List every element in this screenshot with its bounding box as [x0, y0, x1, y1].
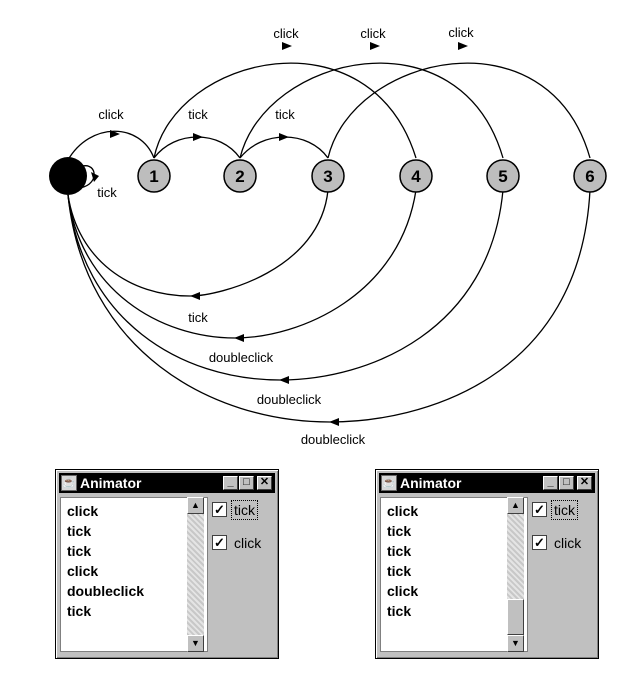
event-list[interactable]: click tick tick click doubleclick tick	[60, 497, 208, 652]
list-item[interactable]: tick	[387, 543, 412, 559]
window-title: Animator	[80, 475, 142, 491]
label-click-2-5: click	[360, 26, 386, 41]
label-tick-self: tick	[97, 185, 117, 200]
animator-window-left: ☕ Animator _ □ ✕ click tick tick click d…	[55, 469, 279, 659]
label-click-1-4: click	[273, 26, 299, 41]
state-2-label: 2	[235, 167, 244, 186]
list-item[interactable]: click	[387, 583, 419, 599]
state-6: 6	[573, 159, 607, 193]
checkmark-icon[interactable]: ✓	[532, 535, 547, 550]
checkbox-tick[interactable]: ✓ tick	[532, 500, 596, 520]
state-6-label: 6	[585, 167, 594, 186]
state-4-label: 4	[411, 167, 421, 186]
arrowhead-3-back	[190, 292, 200, 300]
edge-4-to-start	[67, 189, 417, 339]
title-bar[interactable]: ☕ Animator _ □ ✕	[379, 473, 595, 493]
arrowhead-2-5	[370, 42, 380, 50]
label-doubleclick-6: doubleclick	[301, 432, 366, 447]
checkmark-icon[interactable]: ✓	[212, 535, 227, 550]
state-4: 4	[399, 159, 433, 193]
arrowhead-5-back	[279, 376, 289, 384]
arrowhead-self	[91, 172, 99, 182]
state-2: 2	[223, 159, 257, 193]
label-click-3-6: click	[448, 25, 474, 40]
state-1: 1	[137, 159, 171, 193]
arrowhead-6-back	[329, 418, 339, 426]
maximize-button[interactable]: □	[559, 476, 574, 490]
minimize-button[interactable]: _	[543, 476, 558, 490]
list-item[interactable]: click	[67, 563, 99, 579]
list-item[interactable]: tick	[387, 603, 412, 619]
list-item[interactable]: tick	[67, 523, 92, 539]
checkbox-tick-label: tick	[231, 500, 258, 520]
edge-5-to-start	[67, 189, 504, 381]
scroll-down-arrow-icon[interactable]: ▼	[187, 635, 204, 652]
edge-2-to-3	[239, 136, 329, 159]
checkbox-click[interactable]: ✓ click	[212, 534, 276, 552]
label-tick-2-3: tick	[275, 107, 295, 122]
scroll-up-arrow-icon[interactable]: ▲	[187, 497, 204, 514]
state-diagram: 1 2 3 4 5 6 click click click click tick…	[49, 25, 607, 447]
app-icon[interactable]: ☕	[61, 475, 77, 491]
event-list[interactable]: click tick tick tick click tick	[380, 497, 528, 652]
window-title: Animator	[400, 475, 462, 491]
title-bar[interactable]: ☕ Animator _ □ ✕	[59, 473, 275, 493]
list-item[interactable]: tick	[387, 563, 412, 579]
checkmark-icon[interactable]: ✓	[532, 502, 547, 517]
animator-window-right: ☕ Animator _ □ ✕ click tick tick tick cl…	[375, 469, 599, 659]
vertical-scrollbar[interactable]: ▲ ▼	[507, 497, 524, 652]
arrowhead-3-6	[458, 42, 468, 50]
arrowhead-4-back	[234, 334, 244, 342]
scroll-up-arrow-icon[interactable]: ▲	[507, 497, 524, 514]
scroll-thumb[interactable]	[507, 599, 524, 635]
checkbox-click[interactable]: ✓ click	[532, 534, 596, 552]
list-item[interactable]: doubleclick	[67, 583, 145, 599]
edge-6-to-start	[67, 189, 591, 423]
checkbox-click-label: click	[234, 535, 262, 551]
list-item[interactable]: tick	[387, 523, 412, 539]
arrowhead-2-3	[279, 133, 289, 141]
list-item[interactable]: tick	[67, 543, 92, 559]
app-icon[interactable]: ☕	[381, 475, 397, 491]
checkbox-tick[interactable]: ✓ tick	[212, 500, 276, 520]
vertical-scrollbar[interactable]: ▲ ▼	[187, 497, 204, 652]
list-item[interactable]: tick	[67, 603, 92, 619]
close-button[interactable]: ✕	[577, 476, 592, 490]
label-tick-1-2: tick	[188, 107, 208, 122]
state-5: 5	[486, 159, 520, 193]
maximize-button[interactable]: □	[239, 476, 254, 490]
edge-1-to-4	[153, 62, 417, 159]
checkbox-click-label: click	[554, 535, 582, 551]
edge-2-to-5	[239, 62, 504, 159]
label-doubleclick-5: doubleclick	[257, 392, 322, 407]
arrowhead-1-4	[282, 42, 292, 50]
close-button[interactable]: ✕	[257, 476, 272, 490]
label-click-start-1: click	[98, 107, 124, 122]
edge-1-to-2	[153, 136, 241, 159]
list-item[interactable]: click	[387, 503, 419, 519]
edge-start-to-1	[67, 130, 155, 161]
label-doubleclick-4: doubleclick	[209, 350, 274, 365]
minimize-button[interactable]: _	[223, 476, 238, 490]
start-state	[49, 157, 87, 195]
arrowhead-start-1	[110, 130, 120, 138]
state-3-label: 3	[323, 167, 332, 186]
state-5-label: 5	[498, 167, 507, 186]
edge-3-to-start	[67, 189, 329, 297]
list-item[interactable]: click	[67, 503, 99, 519]
state-1-label: 1	[149, 167, 158, 186]
checkbox-tick-label: tick	[551, 500, 578, 520]
edge-3-to-6	[327, 62, 591, 159]
state-3: 3	[311, 159, 345, 193]
label-tick-3-start: tick	[188, 310, 208, 325]
checkmark-icon[interactable]: ✓	[212, 502, 227, 517]
scroll-down-arrow-icon[interactable]: ▼	[507, 635, 524, 652]
arrowhead-1-2	[193, 133, 203, 141]
